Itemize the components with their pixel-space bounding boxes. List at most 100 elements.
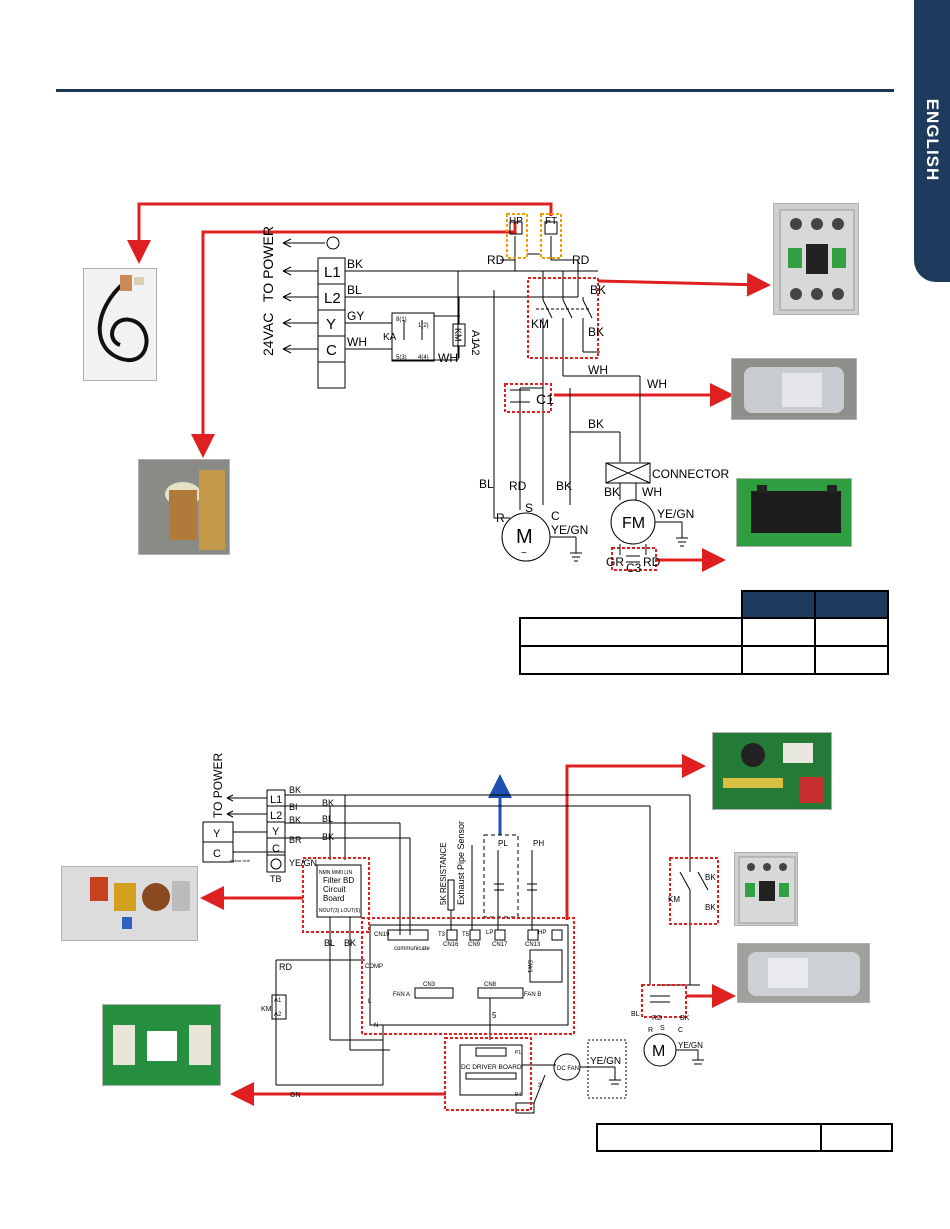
callouts-1 xyxy=(504,277,657,571)
pcb-icon xyxy=(713,733,831,809)
wire-wh-coil: WH xyxy=(438,351,458,365)
wire-wh-1: WH xyxy=(588,363,608,377)
wire-gy-y: GY xyxy=(347,309,364,323)
indoor-unit-label: Indoor Unit xyxy=(230,858,250,863)
spec-table-1 xyxy=(519,590,890,675)
switch-hp: HP xyxy=(538,930,546,936)
wire-bk-km-bottom: BK xyxy=(588,325,604,339)
to-power-label-1: TO POWER xyxy=(260,226,276,302)
driver-board-photo xyxy=(102,1004,221,1086)
motor2-r: R xyxy=(648,1027,653,1034)
table2-cell xyxy=(819,1123,894,1152)
capacitor-photo-2 xyxy=(737,943,870,1003)
ka-label: KA xyxy=(383,332,397,343)
c1-label: C1 xyxy=(536,391,554,407)
term2-small-y: Y xyxy=(213,828,221,840)
filter-board-line-3: Circuit xyxy=(323,885,346,894)
spec-table-2 xyxy=(596,1123,894,1152)
dc-fan-label: DC FAN xyxy=(557,1066,579,1072)
conn-comp: COMP xyxy=(365,964,383,970)
km-label-1: KM xyxy=(531,317,549,331)
table1-cell xyxy=(813,617,890,647)
km-left-coil: KM xyxy=(261,1006,272,1013)
table1-cell xyxy=(740,617,816,647)
km-right: KM xyxy=(668,895,680,904)
wire2-bl-bottom: BL xyxy=(324,938,335,948)
relay-pin-2: 1(2) xyxy=(418,323,429,329)
conn-cn13: CN13 xyxy=(525,942,541,948)
leader-lines-2 xyxy=(200,754,736,1106)
term2-l2: L2 xyxy=(270,810,282,822)
wire2-bk3: BK xyxy=(322,798,334,808)
filter-board-line-4: Board xyxy=(323,894,344,903)
probe-cable-icon xyxy=(97,275,149,363)
table1-header-blank xyxy=(520,591,742,618)
contactor-icon-2 xyxy=(738,856,796,924)
table1-cell xyxy=(519,617,743,647)
wire2-yegn-fan: YE/GN xyxy=(590,1056,621,1067)
to-power-label-2: TO POWER xyxy=(211,753,225,818)
km-right-bk2: BK xyxy=(705,903,716,912)
compressor-tilde: ~ xyxy=(521,548,527,559)
wire2-bk-bottom: BK xyxy=(344,938,356,948)
tb-label: TB xyxy=(270,874,282,884)
wire-bk-l1: BK xyxy=(347,257,363,271)
conn-cn8: CN8 xyxy=(484,982,497,988)
sw1-label: SW1 xyxy=(526,960,532,974)
conn-communicate: communicate xyxy=(394,946,430,952)
wire-wh-c: WH xyxy=(347,335,367,349)
ft-label-1: FT xyxy=(545,216,557,227)
fan-motor-label: FM xyxy=(622,515,645,532)
wire2-bl-motor: BL xyxy=(631,1011,640,1018)
sensor-photo xyxy=(138,459,230,555)
capacitor-icon xyxy=(732,359,856,419)
km-coil-label: KM xyxy=(453,328,463,342)
a1-label: A1 xyxy=(469,330,481,343)
wire-gr: GR xyxy=(606,555,624,569)
relay-pin-1: 8(1) xyxy=(396,317,407,323)
diagram-2: TO POWER L1 L2 Y C Y C Indoor Unit TB BK… xyxy=(200,753,736,1114)
conn-fan-b: FAN B xyxy=(524,992,541,998)
sensor-icon xyxy=(139,460,229,554)
v24-label: 24VAC xyxy=(260,313,276,356)
main-board-photo xyxy=(712,732,832,810)
term1-c: C xyxy=(326,342,337,359)
fan-capacitor-photo xyxy=(736,478,852,547)
filter-board-line-1: NMN MM0 LIN xyxy=(319,870,352,876)
wire2-yegn: YE/GN xyxy=(289,858,317,868)
term1-y: Y xyxy=(326,316,336,333)
driver-pin-p1: P1 xyxy=(515,1050,521,1056)
a1-left: A1 xyxy=(274,998,282,1004)
capacitor-photo-1 xyxy=(731,358,857,420)
motor2-label: M xyxy=(652,1043,665,1060)
wire2-bk1: BK xyxy=(289,785,301,795)
table1-cell xyxy=(813,645,890,675)
conn-cn17: CN17 xyxy=(492,942,508,948)
connector-label: CONNECTOR xyxy=(652,467,729,481)
wire-yegn-fm: YE/GN xyxy=(657,507,694,521)
switch-pl: PL xyxy=(498,839,508,848)
capacitor-icon-2 xyxy=(738,944,869,1002)
conn-t3: T3 xyxy=(438,932,446,938)
terminal-block-1 xyxy=(282,236,346,389)
wire-wh-2: WH xyxy=(647,377,667,391)
contactor-icon xyxy=(779,209,855,311)
wire2-gn-bottom: GN xyxy=(290,1092,301,1099)
table1-header-col-2 xyxy=(813,590,890,619)
wire-yegn-m: YE/GN xyxy=(551,523,588,537)
table1-cell xyxy=(740,645,816,675)
relay-pin-4: 4(4) xyxy=(418,355,429,361)
conn-cn19: CN19 xyxy=(374,932,390,938)
a2-left: A2 xyxy=(274,1012,282,1018)
resistance-label: 5K RESISTANCE xyxy=(439,842,448,905)
switch-lp: LP xyxy=(486,930,493,936)
wire2-bk4: BK xyxy=(322,832,334,842)
term1-l2: L2 xyxy=(324,290,341,307)
conn-l: L xyxy=(368,999,372,1005)
language-tab[interactable]: ENGLISH xyxy=(914,0,950,282)
filter-board-icon xyxy=(62,867,197,940)
filter-board-line-5: NOUT(3) LOUT(6) xyxy=(319,908,360,914)
wire-wh-fm: WH xyxy=(642,485,662,499)
conn-fan-a: FAN A xyxy=(393,992,410,998)
